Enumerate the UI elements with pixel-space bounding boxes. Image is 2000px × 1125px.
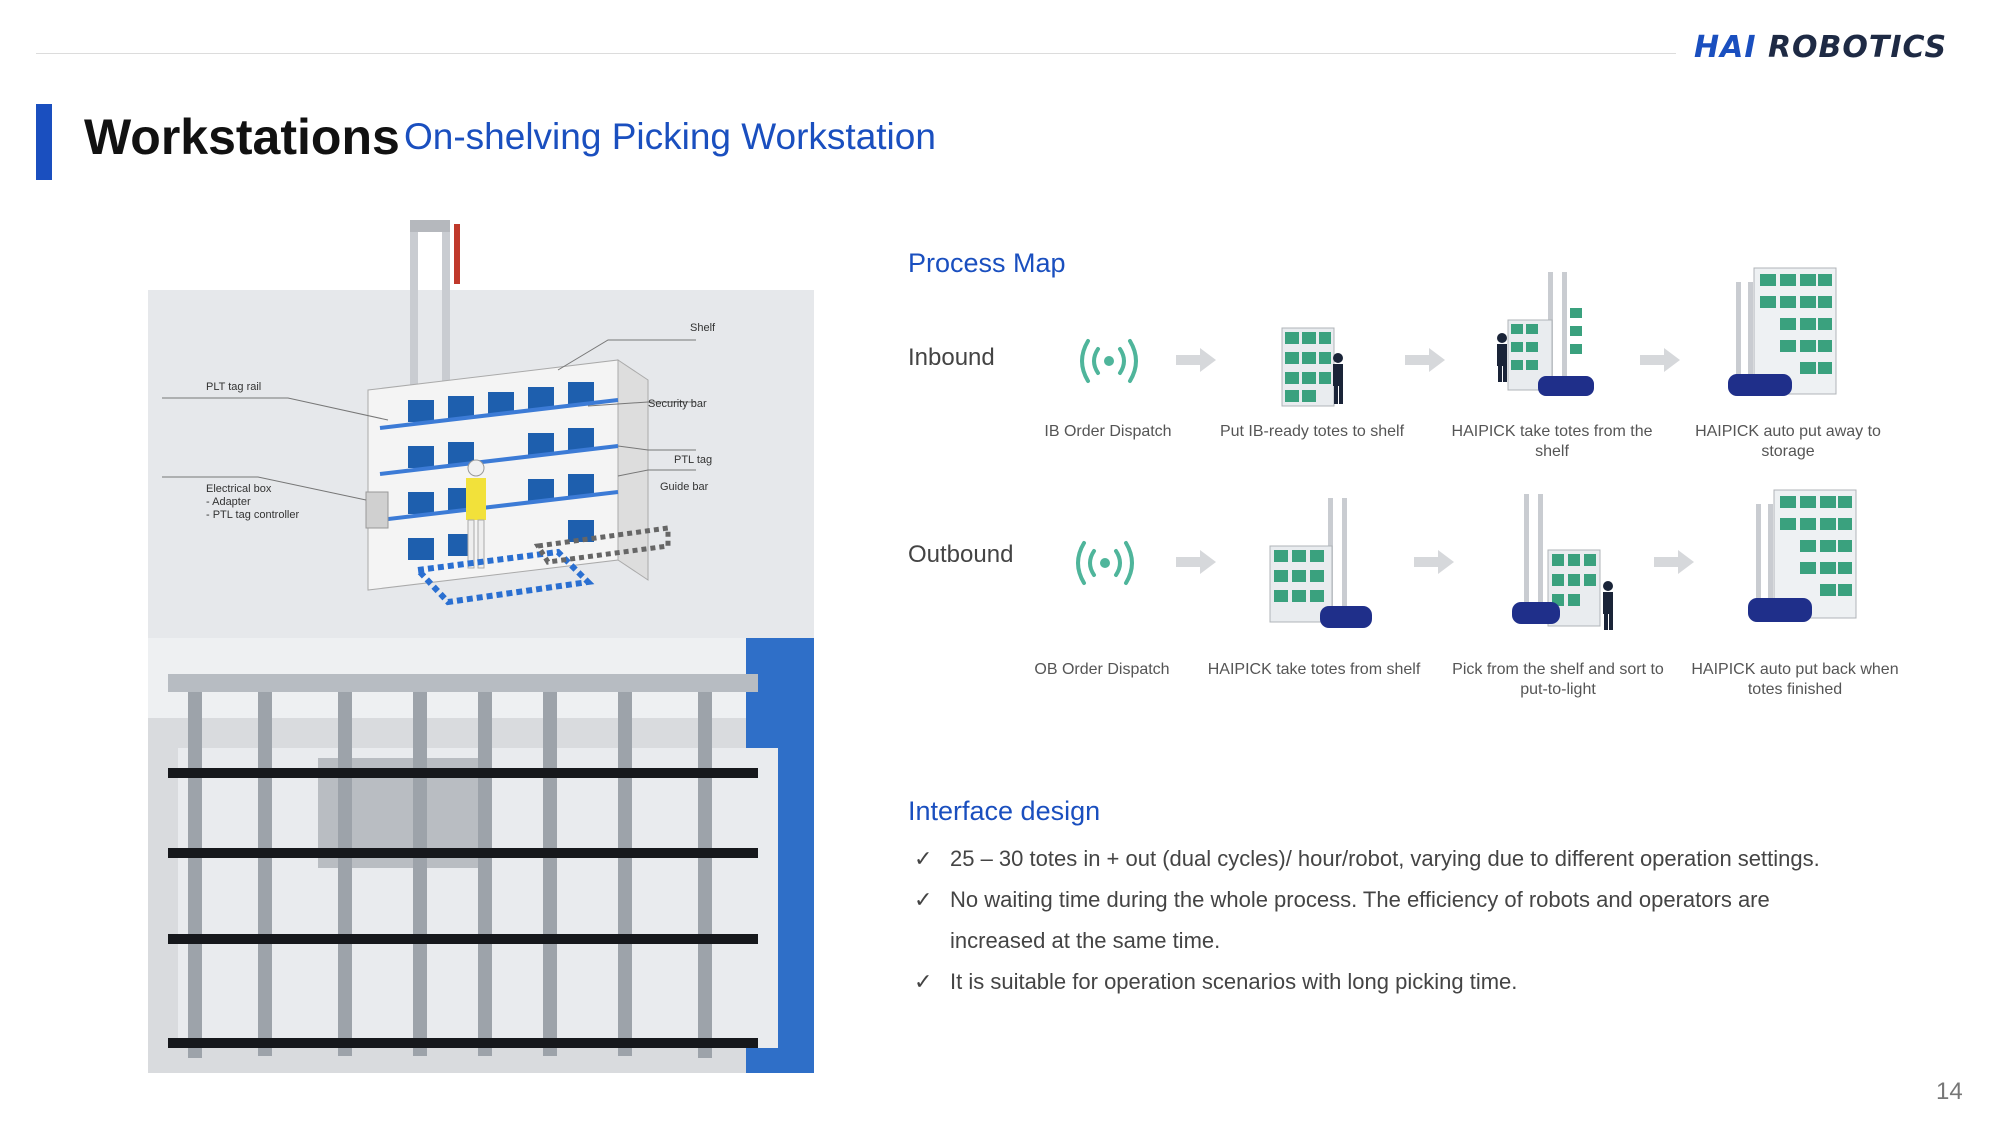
- wireless-signal-icon: [1080, 339, 1138, 383]
- list-item: ✓ It is suitable for operation scenarios…: [912, 961, 1912, 1002]
- bullet-text: It is suitable for operation scenarios w…: [950, 969, 1518, 994]
- check-icon: ✓: [914, 846, 933, 871]
- label-security-bar: Security bar: [648, 398, 707, 410]
- arrow-right-icon: [1176, 550, 1216, 574]
- page-subtitle: On-shelving Picking Workstation: [404, 116, 936, 157]
- arrow-right-icon: [1654, 550, 1694, 574]
- robot-shelf-icon: [1269, 498, 1372, 628]
- interface-design-list: ✓ 25 – 30 totes in + out (dual cycles)/ …: [912, 838, 1912, 1002]
- label-electrical-box: Electrical box - Adapter - PTL tag contr…: [206, 483, 300, 521]
- inbound-step-2-caption: Put IB-ready totes to shelf: [1219, 423, 1405, 440]
- label-ptl-tag: PTL tag: [674, 454, 713, 466]
- outbound-label: Outbound: [908, 541, 1014, 568]
- list-item: ✓ No waiting time during the whole proce…: [912, 879, 1810, 961]
- outbound-step-2-caption: HAIPICK take totes from shelf: [1207, 661, 1421, 678]
- title-accent-bar: [36, 104, 52, 180]
- inbound-step-1-caption: IB Order Dispatch: [1044, 423, 1172, 440]
- shelf-photo-image: [148, 638, 814, 1073]
- inbound-step-3-caption: HAIPICK take totes from the shelf: [1451, 423, 1653, 460]
- arrow-right-icon: [1405, 348, 1445, 372]
- outbound-step-1-caption: OB Order Dispatch: [1034, 661, 1170, 678]
- arrow-right-icon: [1176, 348, 1216, 372]
- arrow-right-icon: [1414, 550, 1454, 574]
- interface-design-heading: Interface design: [908, 796, 1101, 826]
- page-number: 14: [1936, 1078, 1963, 1105]
- shelf-operator-icon: [1281, 327, 1343, 407]
- label-plt-tag-rail: PLT tag rail: [206, 381, 262, 393]
- label-shelf: Shelf: [690, 322, 716, 334]
- wireless-signal-icon: [1076, 541, 1134, 585]
- process-map-heading: Process Map: [908, 248, 1066, 278]
- hai-robotics-logo: HAI ROBOTICS: [1694, 30, 1948, 65]
- inbound-label: Inbound: [908, 344, 995, 371]
- robot-storage-icon: [1748, 489, 1857, 622]
- workstation-render-image: [148, 220, 814, 640]
- robot-storage-icon: [1728, 267, 1837, 396]
- robot-shelf-icon: [1497, 272, 1594, 396]
- bullet-text: No waiting time during the whole process…: [950, 887, 1770, 953]
- page-title: Workstations: [84, 109, 400, 165]
- header-divider: [36, 53, 1676, 54]
- outbound-step-4-caption: HAIPICK auto put back when totes finishe…: [1691, 661, 1899, 698]
- bullet-text: 25 – 30 totes in + out (dual cycles)/ ho…: [950, 846, 1820, 871]
- robot-operator-icon: [1512, 494, 1613, 630]
- inbound-step-4-caption: HAIPICK auto put away to storage: [1695, 423, 1881, 460]
- outbound-step-3-caption: Pick from the shelf and sort to put-to-l…: [1452, 661, 1664, 698]
- list-item: ✓ 25 – 30 totes in + out (dual cycles)/ …: [912, 838, 1912, 879]
- label-guide-bar: Guide bar: [660, 481, 709, 493]
- check-icon: ✓: [914, 969, 933, 994]
- arrow-right-icon: [1640, 348, 1680, 372]
- check-icon: ✓: [914, 887, 933, 912]
